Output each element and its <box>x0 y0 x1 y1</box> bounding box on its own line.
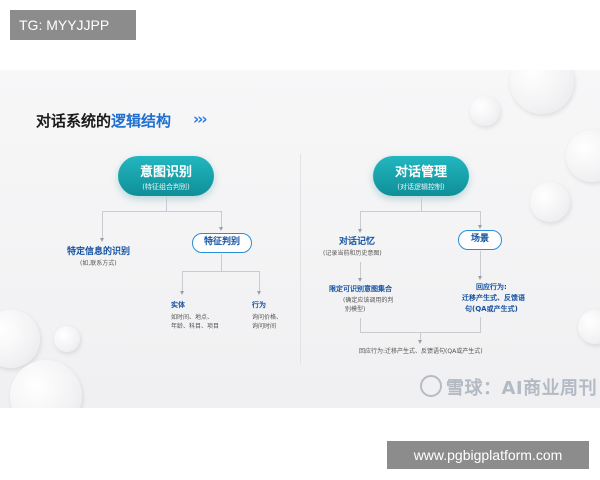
connector-line <box>360 211 481 212</box>
dialog-memory-sub: (记录当前和历史意图) <box>323 250 382 257</box>
dialog-memory-title: 对话记忆 <box>339 237 376 247</box>
watermark-text: 雪球：AI商业周刊 <box>446 378 598 399</box>
connector-line <box>480 251 481 278</box>
specific-info-sub: (如,联系方式) <box>80 260 117 267</box>
dialog-management-sub: (对话逻辑控制) <box>397 183 445 191</box>
connector-line <box>360 262 361 280</box>
tag-badge: TG: MYYJJPP <box>10 10 136 40</box>
intent-recognition-node: 意图识别 (特征组合判别) <box>118 156 214 196</box>
slide-image: 对话系统的逻辑结构 ››› 意图识别 (特征组合判别) 特定信息的识别 (如,联… <box>0 70 600 408</box>
feature-judgment-node: 特征判别 <box>192 233 252 253</box>
connector-line <box>259 271 260 293</box>
decor-circle <box>54 326 80 352</box>
arrow-down-icon <box>358 278 362 282</box>
connector-line <box>182 271 183 293</box>
entity-item: 年龄、科目、项目 <box>171 323 220 330</box>
arrow-down-icon <box>418 340 422 344</box>
connector-line <box>182 271 260 272</box>
arrow-down-icon <box>257 291 261 295</box>
arrow-down-icon <box>478 276 482 280</box>
connector-line <box>221 211 222 229</box>
response-title: 句(QA或产生式) <box>465 305 518 313</box>
behavior-item: 询问时间 <box>252 323 277 330</box>
connector-line <box>102 211 103 241</box>
response-title: 迁移产生式、反馈语 <box>462 294 525 302</box>
decor-circle <box>10 360 82 408</box>
entity-title: 实体 <box>171 301 185 309</box>
decor-circle <box>566 130 600 182</box>
decor-circle <box>470 96 500 126</box>
intent-recognition-sub: (特征组合判别) <box>142 183 190 191</box>
connector-line <box>480 211 481 227</box>
dialog-management-node: 对话管理 (对话逻辑控制) <box>373 156 469 196</box>
entity-item: 如时间、地点、 <box>171 314 214 321</box>
dialog-management-title: 对话管理 <box>394 165 447 180</box>
center-divider <box>300 154 301 364</box>
chevrons-icon: ››› <box>193 110 207 128</box>
arrow-down-icon <box>180 291 184 295</box>
decor-circle <box>530 182 570 222</box>
decor-circle <box>578 310 600 344</box>
response-behavior-bottom: 回应行为:迁移产生式、反馈语句(QA或产生式) <box>359 348 483 355</box>
arrow-down-icon <box>358 229 362 233</box>
decor-circle <box>510 70 574 114</box>
arrow-down-icon <box>219 227 223 231</box>
slide-title-prefix: 对话系统的 <box>36 112 112 130</box>
response-title: 回应行为: <box>476 283 507 291</box>
limit-intent-sub: (确定应该调用的判 <box>343 297 394 304</box>
arrow-down-icon <box>100 238 104 242</box>
intent-recognition-title: 意图识别 <box>139 165 192 180</box>
behavior-title: 行为 <box>252 301 266 309</box>
connector-line <box>480 317 481 332</box>
snowball-logo-icon <box>420 375 442 397</box>
connector-line <box>360 318 361 332</box>
connector-line <box>421 197 422 211</box>
slide-title: 对话系统的逻辑结构 <box>36 110 171 131</box>
connector-line <box>166 197 167 211</box>
limit-intent-sub: 别模型) <box>345 306 366 313</box>
behavior-item: 询问价格、 <box>252 314 283 321</box>
connector-line <box>420 332 421 342</box>
decor-circle <box>0 310 40 368</box>
url-badge: www.pgbigplatform.com <box>387 441 589 469</box>
connector-line <box>221 254 222 271</box>
connector-line <box>360 211 361 231</box>
scene-node: 场景 <box>458 230 502 250</box>
slide-title-highlight: 逻辑结构 <box>111 112 172 130</box>
specific-info-title: 特定信息的识别 <box>67 247 131 257</box>
limit-intent-title: 限定可识别意图集合 <box>329 285 392 293</box>
arrow-down-icon <box>478 225 482 229</box>
connector-line <box>102 211 222 212</box>
